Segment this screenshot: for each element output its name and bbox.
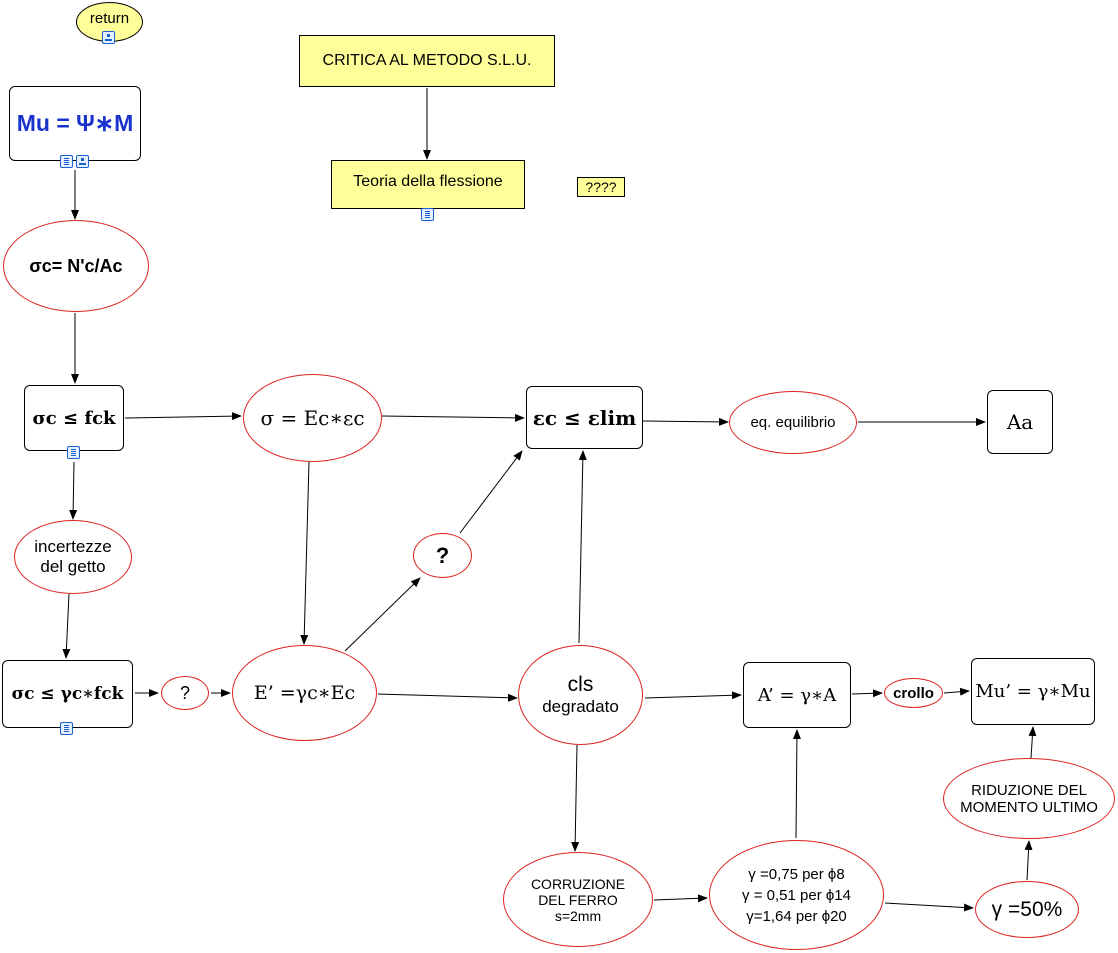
corruzione-label-3: s=2mm xyxy=(554,907,602,924)
arrow-riduzione-Mu xyxy=(1028,726,1037,759)
sigma-fck-node[interactable]: σc ≤ fck xyxy=(24,385,124,451)
question-mid-label: ? xyxy=(435,542,450,568)
Aa-node[interactable]: Aa xyxy=(987,390,1053,454)
arrow-q-eps xyxy=(459,450,523,534)
document-icon[interactable] xyxy=(421,208,434,221)
corruzione-label-2: DEL FERRO xyxy=(538,891,618,908)
document-icon[interactable] xyxy=(67,446,80,459)
arrow-gamma-Aprime xyxy=(792,729,801,839)
question-mid-node[interactable]: ? xyxy=(413,533,472,578)
sigma-E-node[interactable]: σ = Ec∗εc xyxy=(243,374,382,462)
gamma-values-node[interactable]: γ =0,75 per ϕ8 γ = 0,51 per ϕ14 γ=1,64 p… xyxy=(709,840,884,950)
eq-equilibrio-label: eq. equilibrio xyxy=(750,414,836,431)
document-icon[interactable] xyxy=(60,155,73,168)
incertezze-node[interactable]: incertezze del getto xyxy=(14,520,132,594)
sigma-fck-label: σc ≤ fck xyxy=(32,407,116,429)
sigma-gamma-node[interactable]: σc ≤ γc∗fck xyxy=(2,660,133,728)
corruzione-label-1: CORRUZIONE xyxy=(530,875,626,892)
arrow-corruzione-gamma xyxy=(653,894,708,903)
arrow-Eprime-q xyxy=(344,577,421,652)
arrow-cls-Aprime xyxy=(644,691,742,700)
crollo-node[interactable]: crollo xyxy=(884,678,943,708)
E-prime-label: E’ =γc∗Ec xyxy=(253,682,356,704)
question4-label: ???? xyxy=(585,179,617,195)
arrow-gamma50-riduzione xyxy=(1024,840,1033,881)
mu-main-node[interactable]: Mu = Ψ∗M xyxy=(9,86,141,161)
question-left-label: ? xyxy=(179,682,190,703)
incertezze-label-2: del getto xyxy=(40,557,106,576)
arrow-cls-corruzione xyxy=(571,744,580,852)
riduzione-node[interactable]: RIDUZIONE DEL MOMENTO ULTIMO xyxy=(943,758,1115,839)
teoria-label: Teoria della flessione xyxy=(353,172,503,190)
gamma-label-1: γ =0,75 per ϕ8 xyxy=(748,865,845,883)
arrow-Aprime-crollo xyxy=(851,689,883,698)
Mu-prime-node[interactable]: Mu’ = γ∗Mu xyxy=(971,658,1095,725)
sigma-c-node[interactable]: σc= N'c/Ac xyxy=(3,220,149,312)
question4-node[interactable]: ???? xyxy=(577,177,625,197)
sigma-gamma-label: σc ≤ γc∗fck xyxy=(11,684,124,704)
critica-node[interactable]: CRITICA AL METODO S.L.U. xyxy=(299,35,555,87)
cls-node[interactable]: cls degradato xyxy=(518,645,643,745)
gamma-label-3: γ=1,64 per ϕ20 xyxy=(746,907,847,925)
teoria-node[interactable]: Teoria della flessione xyxy=(331,160,525,209)
cls-label-2: degradato xyxy=(542,697,619,716)
E-prime-node[interactable]: E’ =γc∗Ec xyxy=(232,645,377,741)
eq-equilibrio-node[interactable]: eq. equilibrio xyxy=(729,391,857,454)
sigma-c-label: σc= N'c/Ac xyxy=(29,255,123,276)
Mu-prime-label: Mu’ = γ∗Mu xyxy=(975,681,1091,702)
arrow-sigmaE-Eprime xyxy=(300,461,310,645)
arrow-gamma-gamma50 xyxy=(884,902,974,912)
riduzione-label-2: MOMENTO ULTIMO xyxy=(960,798,1098,816)
arrow-Eprime-cls xyxy=(377,693,518,702)
gamma-label-2: γ = 0,51 per ϕ14 xyxy=(742,886,851,904)
A-prime-label: A’ = γ∗A xyxy=(757,684,837,706)
incertezze-label-1: incertezze xyxy=(34,537,112,556)
question-left-node[interactable]: ? xyxy=(161,676,209,710)
corruzione-node[interactable]: CORRUZIONE DEL FERRO s=2mm xyxy=(503,852,653,947)
arrow-incertezze-sigmagamma xyxy=(62,593,71,659)
sigma-E-label: σ = Ec∗εc xyxy=(260,406,365,430)
mu-main-label: Mu = Ψ∗M xyxy=(16,110,134,136)
eps-lim-label: εc ≤ εlim xyxy=(532,405,637,430)
arrow-fck-incertezze xyxy=(69,461,78,520)
gamma50-label: γ =50% xyxy=(991,897,1063,921)
eps-lim-node[interactable]: εc ≤ εlim xyxy=(526,386,643,449)
A-prime-node[interactable]: A’ = γ∗A xyxy=(743,662,851,728)
critica-label: CRITICA AL METODO S.L.U. xyxy=(322,52,532,69)
Aa-label: Aa xyxy=(1006,410,1034,434)
riduzione-label-1: RIDUZIONE DEL xyxy=(971,781,1087,799)
document-icon[interactable] xyxy=(60,722,73,735)
arrow-crollo-Mu xyxy=(943,687,970,696)
arrow-fck-sigmaE xyxy=(124,412,242,421)
crollo-label: crollo xyxy=(893,684,934,702)
map-icon[interactable] xyxy=(102,31,115,44)
map-icon[interactable] xyxy=(76,155,89,168)
cls-label-1: cls xyxy=(567,673,594,696)
arrow-cls-eps xyxy=(578,450,587,644)
return-label: return xyxy=(89,9,130,27)
arrow-eps-eq xyxy=(642,417,729,426)
arrow-sigmaE-eps xyxy=(381,413,525,422)
gamma50-node[interactable]: γ =50% xyxy=(975,881,1079,938)
